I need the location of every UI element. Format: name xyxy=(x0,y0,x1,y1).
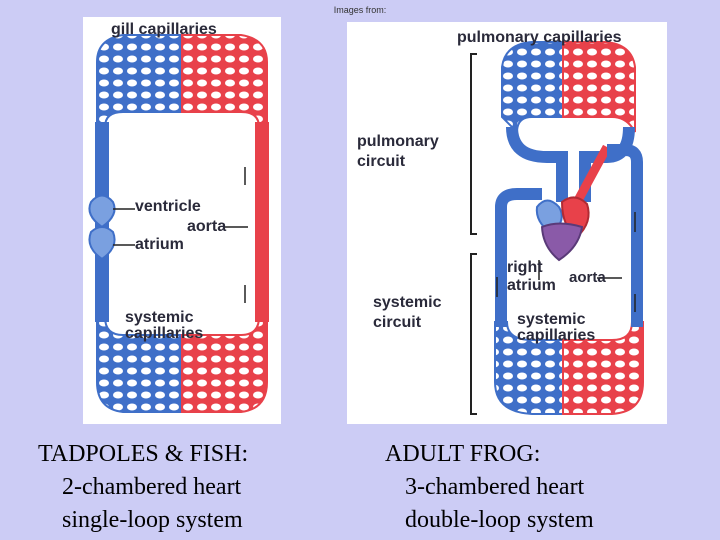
pulmonary-circuit-label-line1: pulmonary xyxy=(357,134,439,150)
ventricle-chamber-frog xyxy=(542,224,582,261)
ventricle-chamber xyxy=(89,196,114,228)
systemic-capillaries-label-frog-line2: capillaries xyxy=(517,328,595,344)
ventricle-label: ventricle xyxy=(135,199,201,215)
systemic-circuit-bracket xyxy=(471,254,477,414)
right-caption-line1: 3-chambered heart xyxy=(405,471,584,504)
image-credit: Images from: xyxy=(0,5,720,15)
frog-circulation-drawing xyxy=(347,22,667,424)
atrium-chamber xyxy=(89,227,114,259)
aorta-label: aorta xyxy=(187,219,226,235)
right-caption-line2: double-loop system xyxy=(405,504,594,537)
systemic-circuit-label-line1: systemic xyxy=(373,295,442,311)
pulmonary-capillaries-label: pulmonary capillaries xyxy=(457,30,622,46)
gill-capillaries-label: gill capillaries xyxy=(111,22,217,38)
fish-circulation-drawing xyxy=(83,17,281,424)
right-atrium-label-line1: right xyxy=(507,260,543,276)
aorta-label-frog: aorta xyxy=(569,270,606,285)
artery-vessel xyxy=(255,122,269,322)
systemic-capillaries-label-frog-line1: systemic xyxy=(517,312,586,328)
left-caption-line2: single-loop system xyxy=(62,504,243,537)
pulmonary-circuit-label-line2: circuit xyxy=(357,154,405,170)
systemic-capillaries-label-line1: systemic xyxy=(125,310,194,326)
systemic-capillaries-label-line2: capillaries xyxy=(125,326,203,342)
fish-circulation-diagram: gill capillaries ventricle aorta atrium … xyxy=(83,17,281,424)
left-caption-line1: 2-chambered heart xyxy=(62,471,241,504)
right-atrium-label-line2: atrium xyxy=(507,278,556,294)
pulmonary-capillary-bed xyxy=(502,42,635,132)
atrium-label: atrium xyxy=(135,237,184,253)
frog-circulation-diagram: pulmonary capillaries pulmonary circuit … xyxy=(347,22,667,424)
gill-capillary-bed xyxy=(97,35,267,127)
systemic-circuit-label-line2: circuit xyxy=(373,315,421,331)
left-caption-title: TADPOLES & FISH: xyxy=(38,438,248,471)
pulmonary-circuit-bracket xyxy=(471,54,477,234)
right-caption-title: ADULT FROG: xyxy=(385,438,540,471)
